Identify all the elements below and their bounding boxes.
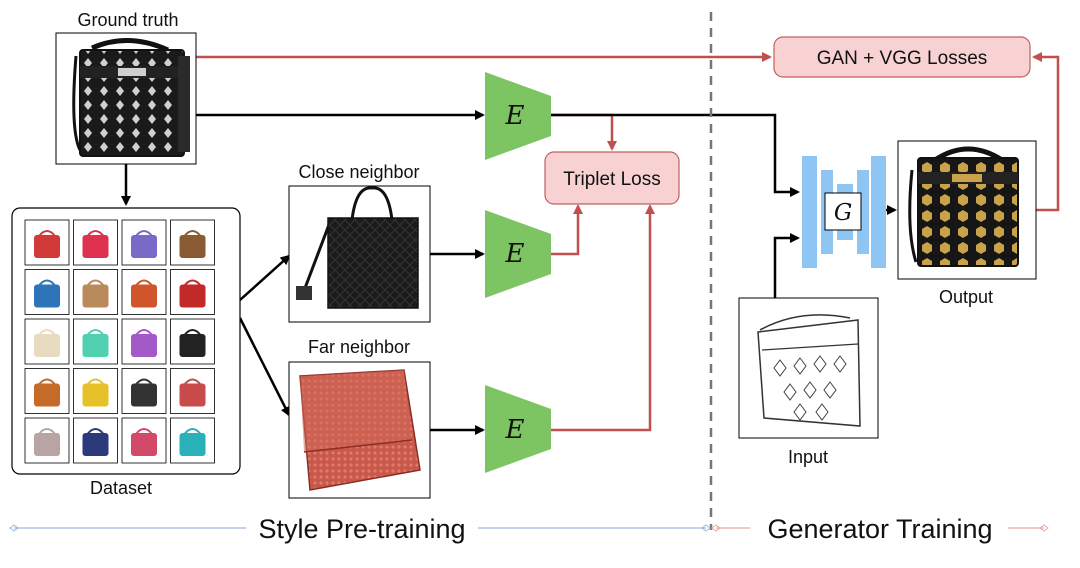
dataset-panel: [11, 207, 241, 475]
input-sketch-image: [738, 297, 879, 439]
encoder3-to-triplet-arrow: [551, 204, 655, 432]
encoder-1: E: [485, 72, 551, 160]
frozen-backpack-thumb: [121, 219, 167, 266]
close-neighbor-label: Close neighbor: [298, 162, 419, 182]
input-label: Input: [788, 447, 828, 467]
gan-vgg-losses-label: GAN + VGG Losses: [817, 48, 988, 69]
teal-pattern-bag-thumb: [170, 417, 215, 464]
ground-truth-label: Ground truth: [77, 10, 178, 30]
mint-wallet-thumb: [73, 318, 118, 365]
far-neighbor-label: Far neighbor: [308, 337, 410, 357]
output-to-gan-arrow: [1032, 52, 1060, 212]
tan-messenger-thumb: [73, 269, 118, 315]
close-neighbor-image: [288, 185, 431, 323]
style-pretraining-section: Style Pre-training: [9, 514, 711, 544]
encoder1-to-triplet-arrow: [551, 113, 617, 151]
red-black-backpack-thumb: [170, 269, 215, 315]
plaid-handbag-thumb: [24, 417, 70, 464]
orange-satchel-thumb: [24, 368, 70, 414]
encoder1-to-generator-arrow: [551, 113, 800, 197]
generator-symbol: G: [834, 200, 852, 226]
ground-truth-image: [55, 32, 197, 165]
encoder-3-symbol: E: [505, 415, 525, 445]
triplet-loss-box: Triplet Loss: [544, 151, 680, 205]
yellow-bag-set-thumb: [73, 368, 118, 414]
red-duffel-thumb: [73, 219, 118, 266]
triplet-loss-label: Triplet Loss: [563, 169, 661, 190]
red-tote-thumb: [24, 219, 70, 266]
input-to-generator-arrow: [773, 233, 800, 298]
gan-vgg-losses-box: GAN + VGG Losses: [773, 36, 1031, 78]
cartoon-messenger-thumb: [121, 318, 167, 365]
far-neighbor-image: [288, 361, 431, 499]
blue-backpack-thumb: [24, 269, 70, 315]
encoder-2: E: [485, 210, 551, 298]
output-image: [897, 140, 1037, 280]
red-clutch-thumb: [170, 368, 215, 414]
generator-network: G: [802, 156, 886, 268]
generator-training-label: Generator Training: [767, 514, 992, 544]
black-handbag-thumb: [170, 318, 215, 365]
generator-training-section: Generator Training: [711, 514, 1049, 544]
encoder-1-symbol: E: [505, 101, 525, 131]
style-pretraining-label: Style Pre-training: [258, 514, 465, 544]
floral-backpack-thumb: [73, 417, 118, 464]
dataset-label: Dataset: [90, 478, 152, 498]
encoder-3: E: [485, 385, 551, 473]
encoder-2-symbol: E: [505, 239, 525, 269]
output-label: Output: [939, 287, 993, 307]
black-white-bag-thumb: [121, 368, 167, 414]
encoder2-to-triplet-arrow: [551, 204, 583, 256]
dataset-to-far-arrow: [238, 317, 291, 417]
pink-messenger-thumb: [121, 417, 167, 464]
dataset-to-close-arrow: [239, 254, 291, 301]
cream-backpack-thumb: [24, 318, 70, 365]
chevron-tote-thumb: [121, 269, 167, 315]
brown-satchel-thumb: [170, 219, 215, 266]
dataset-grid: [24, 219, 215, 464]
